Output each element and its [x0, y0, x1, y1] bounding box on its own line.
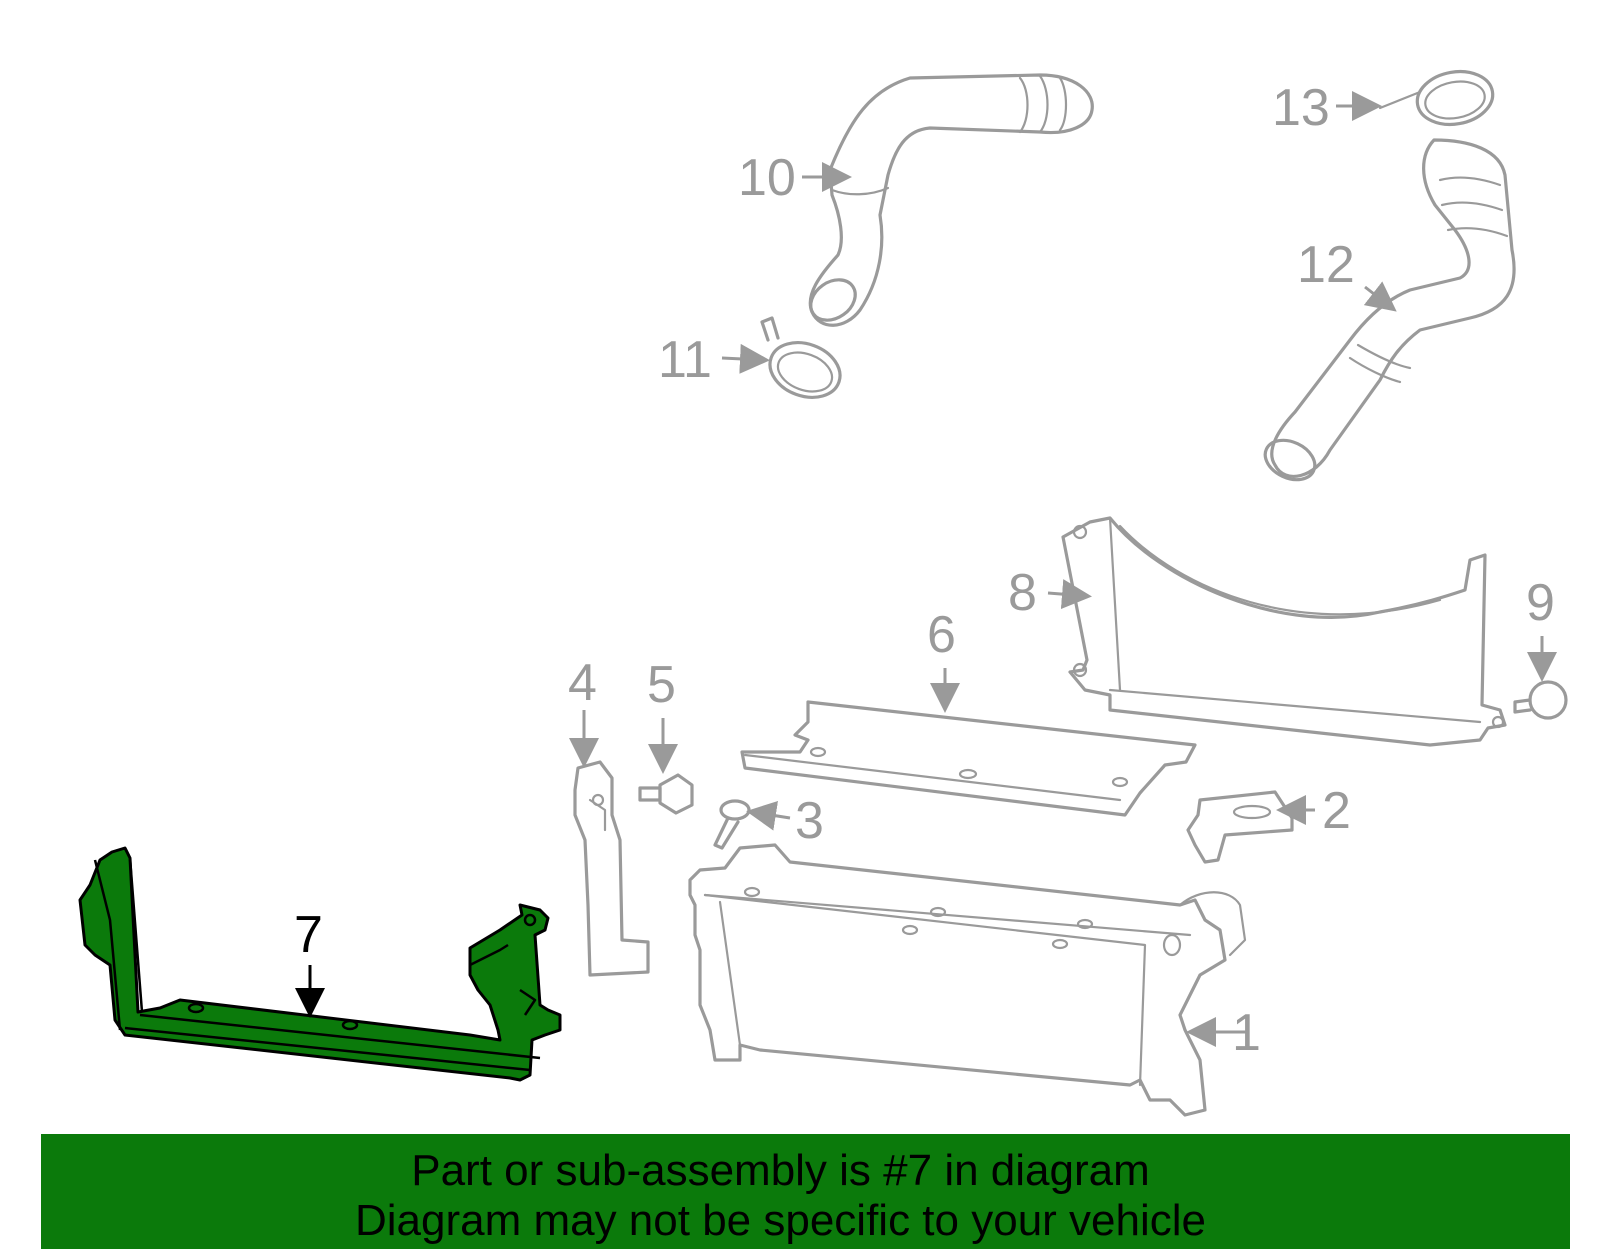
- callout-8: 8: [1008, 564, 1037, 622]
- callout-2: 2: [1322, 782, 1351, 840]
- leader-11: [721, 343, 770, 374]
- callout-4: 4: [568, 654, 597, 712]
- part-11-clamp[interactable]: [760, 316, 848, 407]
- callout-1: 1: [1232, 1004, 1261, 1062]
- part-2-bracket[interactable]: [1186, 790, 1294, 864]
- callout-12: 12: [1297, 236, 1355, 294]
- info-banner: Part or sub-assembly is #7 in diagram Di…: [41, 1134, 1570, 1249]
- part-5-bolt[interactable]: [638, 773, 694, 815]
- callout-10: 10: [738, 149, 796, 207]
- callout-11: 11: [658, 331, 712, 389]
- leader-12: [1363, 281, 1397, 312]
- leader-lines: [295, 91, 1557, 1047]
- part-13-clamp[interactable]: [1378, 66, 1497, 130]
- banner-text: Part or sub-assembly is #7 in diagram Di…: [41, 1146, 1570, 1246]
- part-7-lower-shroud[interactable]: [78, 846, 562, 1082]
- callout-5: 5: [647, 656, 676, 714]
- part-4-bracket[interactable]: [573, 760, 650, 977]
- banner-line-2: Diagram may not be specific to your vehi…: [354, 1196, 1207, 1245]
- leader-8: [1047, 579, 1092, 610]
- part-1-intercooler[interactable]: [688, 843, 1247, 1117]
- banner-line-1: Part or sub-assembly is #7 in diagram: [411, 1146, 1150, 1195]
- callout-9: 9: [1526, 574, 1555, 632]
- callout-3: 3: [795, 792, 824, 850]
- callout-6: 6: [927, 606, 956, 664]
- part-8-shroud[interactable]: [1061, 516, 1507, 747]
- part-10-hose[interactable]: [803, 73, 1094, 329]
- callout-labels: 1 2 3 4 5 6 7 8 9 10 11 12 13: [294, 79, 1555, 1062]
- part-12-hose[interactable]: [1259, 138, 1516, 487]
- leader-3: [746, 800, 791, 831]
- part-6-seal[interactable]: [740, 700, 1197, 817]
- callout-13: 13: [1272, 79, 1330, 137]
- callout-7: 7: [294, 906, 323, 964]
- part-3-pin[interactable]: [713, 799, 751, 850]
- part-9-pin[interactable]: [1513, 680, 1568, 720]
